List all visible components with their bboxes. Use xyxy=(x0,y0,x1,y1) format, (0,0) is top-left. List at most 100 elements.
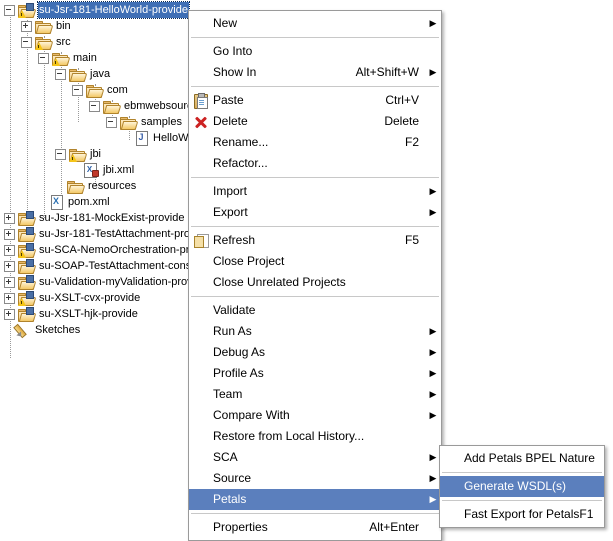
collapse-icon[interactable] xyxy=(106,116,117,128)
menu-item-profile-as[interactable]: Profile As▶ xyxy=(189,363,441,384)
menu-item-add-petals-bpel-nature[interactable]: Add Petals BPEL Nature xyxy=(440,448,604,469)
tree-item-label: pom.xml xyxy=(68,196,110,208)
tree-item-bin[interactable]: bin xyxy=(21,18,72,34)
menu-icon-slot xyxy=(191,202,211,223)
menu-icon-slot xyxy=(191,426,211,447)
expand-icon[interactable] xyxy=(4,228,15,240)
collapse-icon[interactable] xyxy=(21,36,32,48)
expand-icon[interactable] xyxy=(4,212,15,224)
menu-item-label: Properties xyxy=(213,520,268,534)
menu-item-label: Delete xyxy=(213,114,248,128)
menu-item-label: Generate WSDL(s) xyxy=(464,479,567,493)
tree-item-java[interactable]: java xyxy=(55,66,111,82)
menu-item-label: Refresh xyxy=(213,233,256,247)
menu-item-refactor[interactable]: Refactor... xyxy=(189,153,441,174)
menu-item-run-as[interactable]: Run As▶ xyxy=(189,321,441,342)
tree-item-resources[interactable]: resources xyxy=(55,178,137,194)
menu-item-export[interactable]: Export▶ xyxy=(189,202,441,223)
menu-item-restore-from-local-history[interactable]: Restore from Local History... xyxy=(189,426,441,447)
tree-spacer xyxy=(123,134,132,143)
menu-item-team[interactable]: Team▶ xyxy=(189,384,441,405)
tree-item-label: su-Jsr-181-TestAttachment-provide xyxy=(39,228,211,240)
menu-item-generate-wsdl-s[interactable]: Generate WSDL(s) xyxy=(440,476,604,497)
tree-item-su-sca-nemoorchestration-provide[interactable]: su-SCA-NemoOrchestration-provide xyxy=(4,242,217,258)
tree-item-label: com xyxy=(107,84,128,96)
menu-item-validate[interactable]: Validate xyxy=(189,300,441,321)
tree-guide-line xyxy=(44,36,45,218)
menu-icon-slot xyxy=(442,448,462,469)
menu-icon-slot xyxy=(191,489,211,510)
project-folder-warning-icon xyxy=(18,290,37,306)
menu-separator xyxy=(191,37,439,38)
collapse-icon[interactable] xyxy=(4,4,15,16)
tree-item-label: bin xyxy=(56,20,71,32)
menu-item-label: SCA xyxy=(213,450,238,464)
submenu-arrow-icon: ▶ xyxy=(429,389,437,399)
tree-item-su-xslt-cvx-provide[interactable]: su-XSLT-cvx-provide xyxy=(4,290,141,306)
expand-icon[interactable] xyxy=(4,308,15,320)
menu-item-rename[interactable]: Rename...F2 xyxy=(189,132,441,153)
menu-item-close-project[interactable]: Close Project xyxy=(189,251,441,272)
submenu-arrow-icon: ▶ xyxy=(429,347,437,357)
menu-item-go-into[interactable]: Go Into xyxy=(189,41,441,62)
collapse-icon[interactable] xyxy=(55,148,66,160)
expand-icon[interactable] xyxy=(4,292,15,304)
menu-item-label: Paste xyxy=(213,93,244,107)
tree-item-label: su-SCA-NemoOrchestration-provide xyxy=(39,244,216,256)
tree-item-ebmwebsourcing[interactable]: ebmwebsourcing xyxy=(89,98,208,114)
tree-item-su-jsr-181-mockexist-provide[interactable]: su-Jsr-181-MockExist-provide xyxy=(4,210,185,226)
menu-icon-slot xyxy=(191,300,211,321)
tree-item-samples[interactable]: samples xyxy=(106,114,183,130)
submenu-arrow-icon: ▶ xyxy=(429,207,437,217)
tree-item-label: samples xyxy=(141,116,182,128)
menu-item-close-unrelated-projects[interactable]: Close Unrelated Projects xyxy=(189,272,441,293)
menu-separator xyxy=(442,472,602,473)
menu-item-new[interactable]: New▶ xyxy=(189,13,441,34)
menu-icon-slot xyxy=(191,181,211,202)
tree-item-src[interactable]: src xyxy=(21,34,72,50)
tree-item-su-jsr-181-testattachment-provide[interactable]: su-Jsr-181-TestAttachment-provide xyxy=(4,226,211,242)
collapse-icon[interactable] xyxy=(72,84,83,96)
folder-icon xyxy=(86,84,105,98)
expand-icon[interactable] xyxy=(4,244,15,256)
tree-item-jbi[interactable]: jbi xyxy=(55,146,102,162)
collapse-icon[interactable] xyxy=(38,52,49,64)
refresh-icon xyxy=(191,230,211,251)
menu-item-compare-with[interactable]: Compare With▶ xyxy=(189,405,441,426)
tree-item-su-xslt-hjk-provide[interactable]: su-XSLT-hjk-provide xyxy=(4,306,139,322)
menu-item-sca[interactable]: SCA▶ xyxy=(189,447,441,468)
menu-item-debug-as[interactable]: Debug As▶ xyxy=(189,342,441,363)
collapse-icon[interactable] xyxy=(89,100,100,112)
menu-item-petals[interactable]: Petals▶ xyxy=(189,489,441,510)
expand-icon[interactable] xyxy=(4,260,15,272)
submenu-arrow-icon: ▶ xyxy=(429,67,437,77)
tree-item-main[interactable]: main xyxy=(38,50,98,66)
submenu-arrow-icon: ▶ xyxy=(429,326,437,336)
tree-item-su-validation-myvalidation-provide[interactable]: su-Validation-myValidation-provide xyxy=(4,274,208,290)
tree-spacer xyxy=(38,198,47,207)
expand-icon[interactable] xyxy=(21,20,32,32)
menu-item-source[interactable]: Source▶ xyxy=(189,468,441,489)
menu-separator xyxy=(191,513,439,514)
tree-item-su-jsr-181-helloworld-provide[interactable]: su-Jsr-181-HelloWorld-provide xyxy=(4,1,190,19)
expand-icon[interactable] xyxy=(4,276,15,288)
collapse-icon[interactable] xyxy=(55,68,66,80)
menu-item-import[interactable]: Import▶ xyxy=(189,181,441,202)
tree-item-sketches[interactable]: Sketches xyxy=(4,322,81,339)
submenu-arrow-icon: ▶ xyxy=(429,18,437,28)
pencil-icon xyxy=(13,323,30,339)
menu-icon-slot xyxy=(191,384,211,405)
project-folder-icon xyxy=(18,258,37,274)
tree-item-su-soap-testattachment-consume[interactable]: su-SOAP-TestAttachment-consume xyxy=(4,258,214,274)
tree-item-com[interactable]: com xyxy=(72,82,129,98)
